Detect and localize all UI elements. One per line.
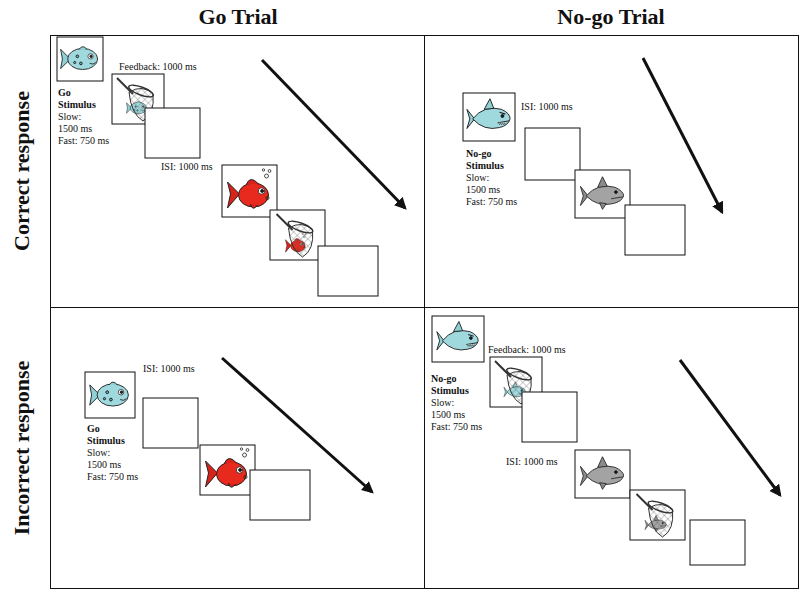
timing-label: Feedback: 1000 ms — [488, 344, 566, 356]
timing-label: Slow: 1500 ms — [431, 397, 471, 420]
stimulus-heading: No-go Stimulus — [466, 148, 512, 171]
column-header: Go Trial — [198, 4, 277, 30]
stimulus-heading: Go Stimulus — [58, 87, 104, 110]
timing-label: Slow: 1500 ms — [466, 172, 506, 195]
timing-label: ISI: 1000 ms — [521, 101, 573, 113]
timing-label: Fast: 750 ms — [466, 196, 517, 208]
timing-label: ISI: 1000 ms — [161, 161, 213, 173]
timing-label: Fast: 750 ms — [87, 471, 138, 483]
timing-label: ISI: 1000 ms — [143, 363, 195, 375]
column-header: No-go Trial — [557, 4, 664, 30]
stimulus-heading: Go Stimulus — [87, 423, 133, 446]
row-header: Correct response — [9, 91, 35, 251]
timing-label: Feedback: 1000 ms — [119, 61, 197, 73]
row-header: Incorrect response — [9, 361, 35, 536]
stimulus-heading: No-go Stimulus — [431, 373, 477, 396]
timing-label: Slow: 1500 ms — [87, 447, 127, 470]
timing-label: Fast: 750 ms — [431, 421, 482, 433]
timing-label: Slow: 1500 ms — [58, 111, 98, 134]
timing-label: ISI: 1000 ms — [506, 456, 558, 468]
timing-label: Fast: 750 ms — [58, 135, 109, 147]
